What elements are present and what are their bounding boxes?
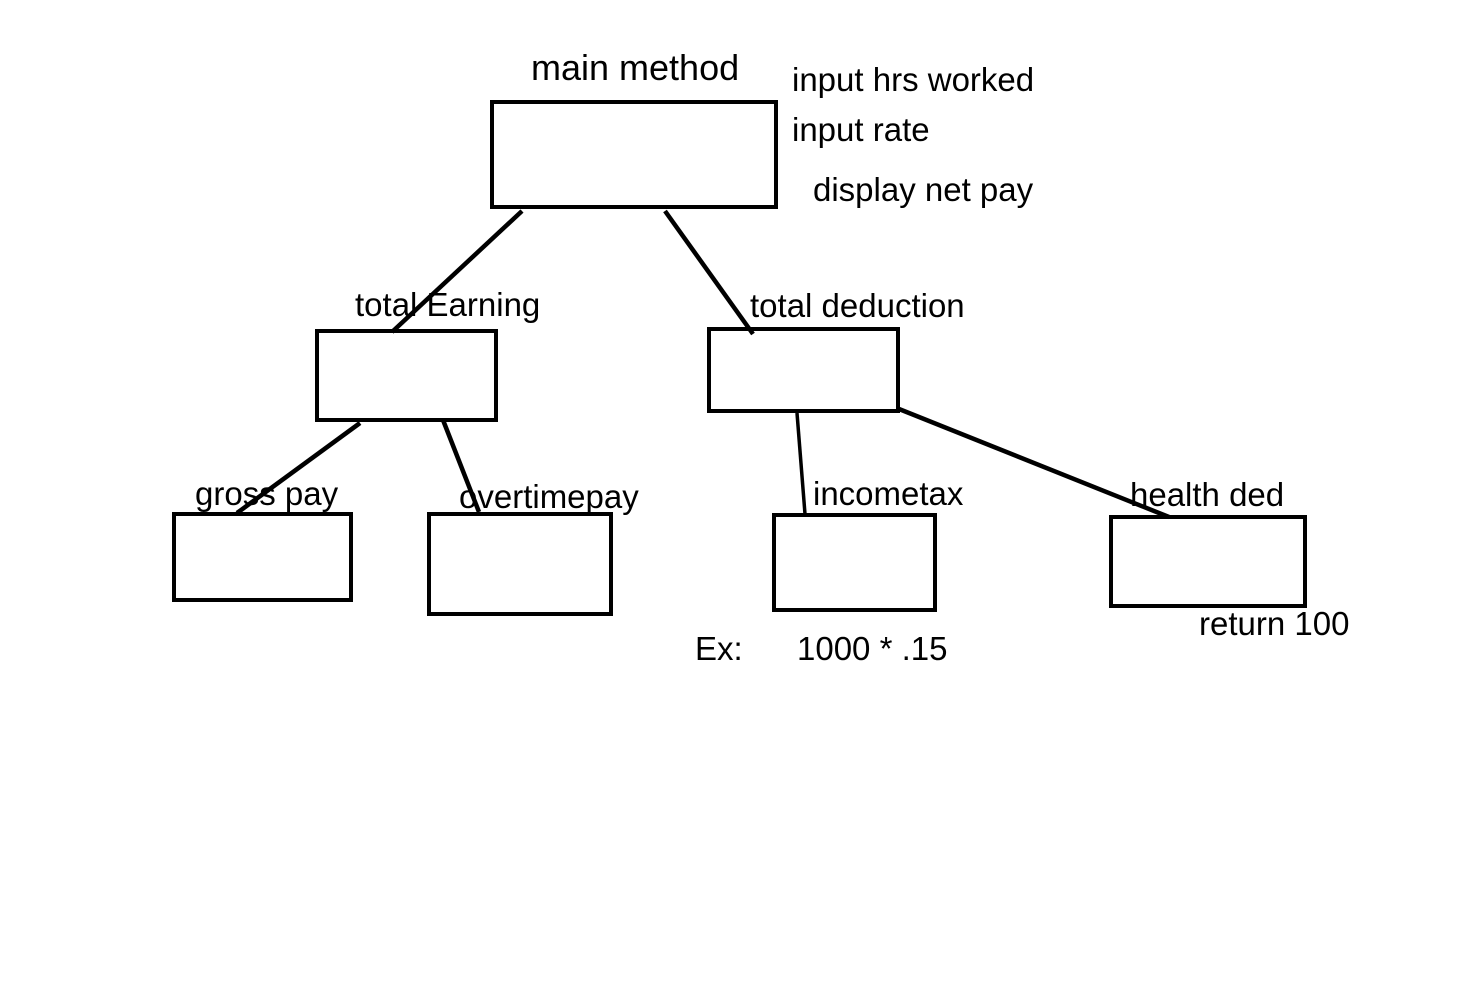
node-box-health-ded — [1109, 515, 1307, 608]
node-box-gross-pay — [172, 512, 353, 602]
node-box-total-earning — [315, 329, 498, 422]
node-label-total-earning: total Earning — [355, 286, 541, 323]
annotation-return-100: return 100 — [1199, 605, 1350, 642]
node-label-incometax: incometax — [813, 475, 964, 512]
edge-total-deduction-to-incometax — [795, 412, 807, 515]
node-label-total-deduction: total deduction — [750, 287, 965, 324]
annotation-input-hrs-worked: input hrs worked — [792, 61, 1035, 98]
annotation-input-rate: input rate — [792, 111, 930, 148]
node-label-gross-pay: gross pay — [195, 475, 339, 512]
annotation-example-prefix: Ex: — [695, 630, 743, 667]
edge-main-to-total-deduction — [663, 209, 755, 336]
annotation-example-expression: 1000 * .15 — [797, 630, 948, 667]
node-label-main-method: main method — [531, 47, 740, 88]
node-label-health-ded: health ded — [1130, 476, 1285, 513]
node-label-overtimepay: overtimepay — [459, 478, 639, 515]
node-box-overtimepay — [427, 512, 613, 616]
annotation-display-net-pay: display net pay — [813, 171, 1034, 208]
node-box-incometax — [772, 513, 937, 612]
node-box-main-method — [490, 100, 778, 209]
node-box-total-deduction — [707, 327, 900, 413]
